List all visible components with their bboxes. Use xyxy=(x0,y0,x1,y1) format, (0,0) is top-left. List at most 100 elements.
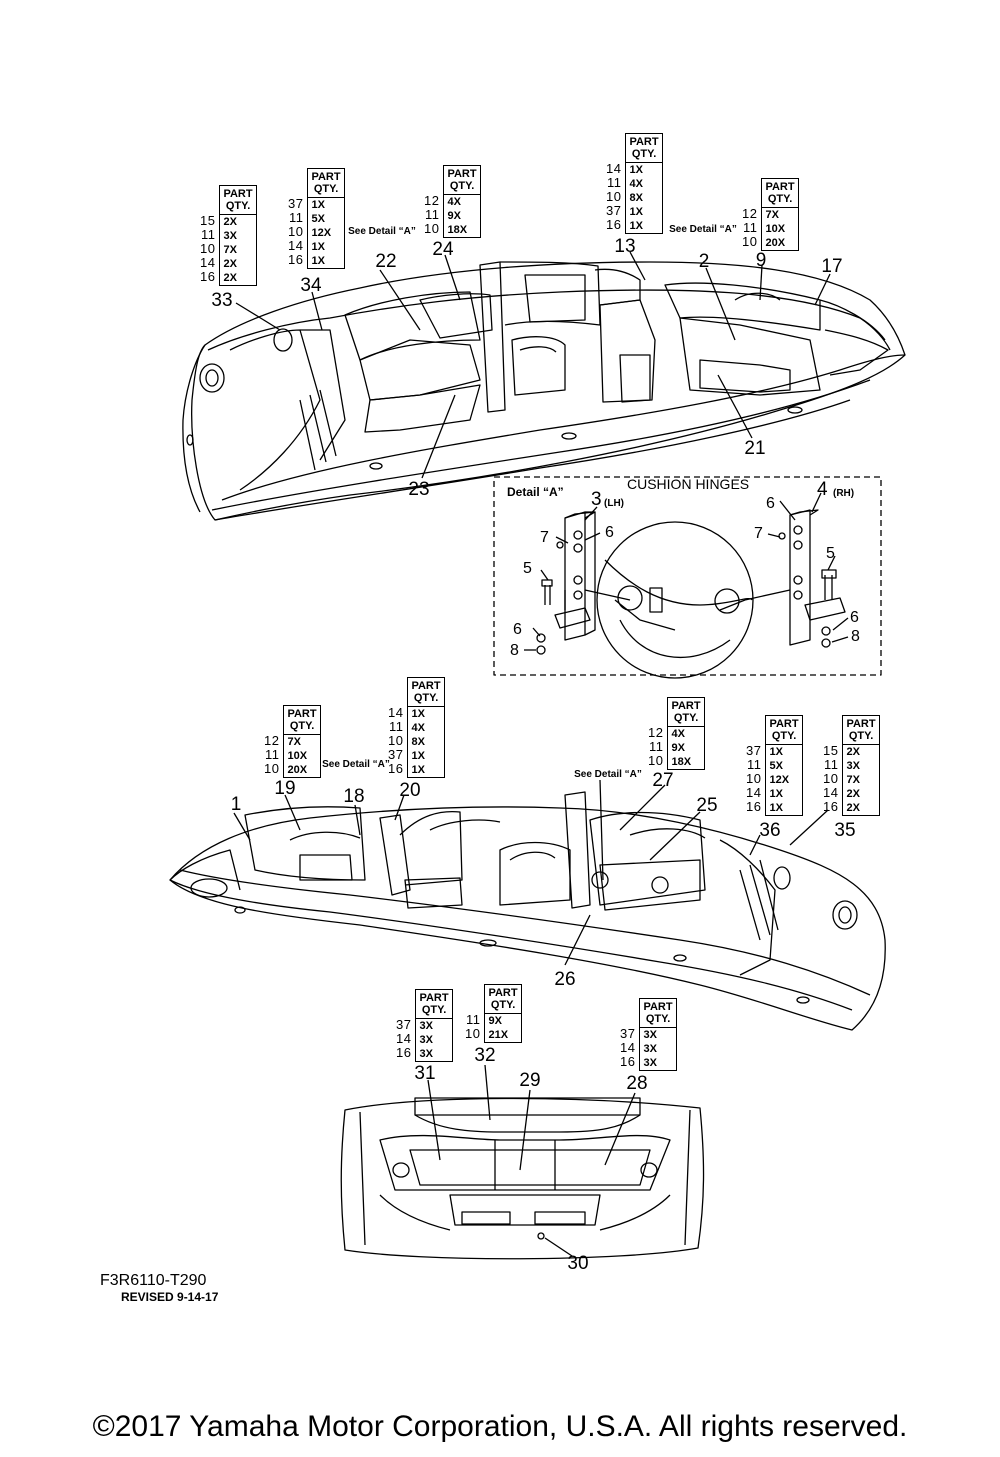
part-qty: 4X xyxy=(447,196,461,208)
bottom-boat-drawing xyxy=(169,779,886,1031)
see-detail-note-18: See Detail “A” xyxy=(322,759,390,770)
callout-26: 26 xyxy=(554,969,576,990)
callout-2: 2 xyxy=(698,251,710,272)
part-qty: 7X xyxy=(287,736,301,748)
callout-32: 32 xyxy=(474,1045,496,1066)
part-number: 16 xyxy=(823,799,839,814)
part-qty: 4X xyxy=(671,728,685,740)
callout-18: 18 xyxy=(343,786,365,807)
part-number: 10 xyxy=(200,241,216,256)
part-number: 11 xyxy=(388,719,404,734)
part-number: 11 xyxy=(200,227,216,242)
part-number: 37 xyxy=(620,1026,636,1041)
rear-view-drawing xyxy=(340,1064,705,1260)
part-qty: 5X xyxy=(311,213,325,225)
part-qty: 2X xyxy=(223,272,237,284)
callout-27: 27 xyxy=(652,770,674,791)
part-qty: 7X xyxy=(765,209,779,221)
part-qty: 21X xyxy=(488,1029,509,1041)
callout-21: 21 xyxy=(744,438,766,459)
part-qty: 5X xyxy=(769,760,783,772)
part-number: 11 xyxy=(742,220,758,235)
part-number: 14 xyxy=(288,238,304,253)
part-qty: 1X xyxy=(769,788,783,800)
part-number: 11 xyxy=(264,747,280,762)
part-number: 10 xyxy=(746,771,762,786)
part-qty: 20X xyxy=(287,764,308,776)
part-qty: 18X xyxy=(671,756,692,768)
part-qty: 8X xyxy=(411,736,425,748)
detail-a-label: Detail “A” xyxy=(507,485,564,499)
part-number: 11 xyxy=(746,757,762,772)
part-qty-header: PART QTY. xyxy=(843,716,879,745)
part-number: 10 xyxy=(388,733,404,748)
callout-33: 33 xyxy=(211,290,233,311)
part-number: 37 xyxy=(396,1017,412,1032)
part-qty: 3X xyxy=(419,1020,433,1032)
detail-num-6-lh2: 6 xyxy=(513,621,522,638)
callout-13: 13 xyxy=(614,236,636,257)
part-number: 10 xyxy=(648,753,664,768)
part-number: 10 xyxy=(424,221,440,236)
part-qty: 9X xyxy=(671,742,685,754)
part-qty: 1X xyxy=(411,750,425,762)
drawing-code: F3R6110-T290 xyxy=(100,1272,207,1289)
callout-34: 34 xyxy=(300,275,322,296)
part-number: 16 xyxy=(746,799,762,814)
detail-num-5-rh: 5 xyxy=(826,545,835,562)
part-qty-header: PART QTY. xyxy=(416,990,452,1019)
callout-20: 20 xyxy=(399,780,421,801)
part-qty: 3X xyxy=(643,1029,657,1041)
part-number: 12 xyxy=(742,206,758,221)
part-qty: 9X xyxy=(488,1015,502,1027)
part-qty: 1X xyxy=(411,764,425,776)
part-qty-header: PART QTY. xyxy=(626,134,662,163)
part-number: 16 xyxy=(620,1054,636,1069)
part-number: 11 xyxy=(648,739,664,754)
see-detail-note-2: See Detail “A” xyxy=(669,224,737,235)
part-number: 10 xyxy=(264,761,280,776)
part-qty-header: PART QTY. xyxy=(640,999,676,1028)
part-number: 37 xyxy=(388,747,404,762)
callout-30: 30 xyxy=(567,1253,589,1274)
part-qty: 2X xyxy=(223,258,237,270)
part-qty: 3X xyxy=(223,230,237,242)
detail-num-4: 4 xyxy=(817,479,828,500)
part-qty-header: PART QTY. xyxy=(308,169,344,198)
callout-35: 35 xyxy=(834,820,856,841)
part-number: 10 xyxy=(288,224,304,239)
part-qty: 1X xyxy=(629,164,643,176)
part-qty-header: PART QTY. xyxy=(668,698,704,727)
callout-25: 25 xyxy=(696,795,718,816)
part-qty: 10X xyxy=(765,223,786,235)
part-qty: 2X xyxy=(846,802,860,814)
part-qty-header: PART QTY. xyxy=(444,166,480,195)
detail-num-7-rh: 7 xyxy=(754,525,763,542)
callout-1: 1 xyxy=(230,794,242,815)
part-qty: 2X xyxy=(223,216,237,228)
callout-36: 36 xyxy=(759,820,781,841)
part-number: 11 xyxy=(606,175,622,190)
part-qty: 1X xyxy=(311,255,325,267)
part-number: 16 xyxy=(388,761,404,776)
part-number: 11 xyxy=(288,210,304,225)
callout-24: 24 xyxy=(432,239,454,260)
